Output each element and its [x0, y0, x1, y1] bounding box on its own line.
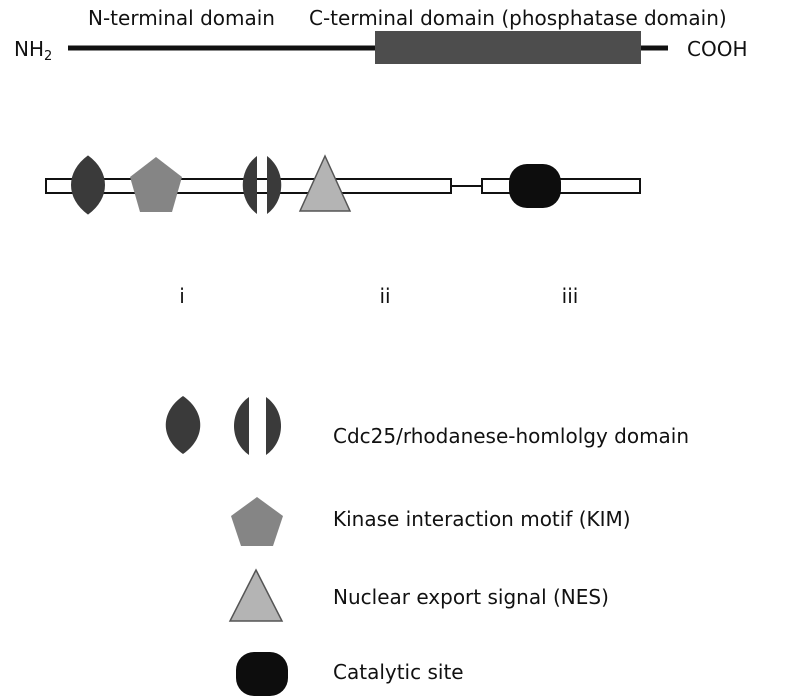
nes-triangle-icon: [298, 154, 352, 212]
region-label-i: i: [179, 284, 185, 308]
legend-split-left-icon: [234, 397, 249, 455]
rhodanese-split-left-icon: [242, 156, 257, 214]
rhodanese-lens-icon: [71, 155, 105, 215]
nh2-label: NH2: [14, 37, 53, 64]
kim-pentagon-icon: [130, 157, 182, 212]
c-terminal-domain-box: [375, 31, 641, 64]
legend-label-kim: Kinase interaction motif (KIM): [333, 507, 631, 531]
legend-split-right-icon: [266, 397, 281, 455]
cooh-label: COOH: [687, 37, 748, 61]
legend-label-nes: Nuclear export signal (NES): [333, 585, 609, 609]
legend-label-rhodanese: Cdc25/rhodanese-homlolgy domain: [333, 424, 690, 448]
region-label-iii: iii: [561, 284, 579, 308]
region-label-ii: ii: [379, 284, 391, 308]
legend-lens-icon: [165, 396, 201, 454]
legend-pentagon-icon: [231, 497, 283, 546]
rhodanese-split-right-icon: [267, 156, 282, 214]
legend-label-catalytic: Catalytic site: [333, 660, 464, 684]
n-terminal-domain-label: N-terminal domain: [88, 6, 275, 30]
c-terminal-domain-label: C-terminal domain (phosphatase domain): [309, 6, 727, 30]
legend-triangle-icon: [228, 568, 284, 622]
catalytic-site-icon: [509, 164, 561, 208]
legend-catalytic-icon: [236, 652, 288, 696]
